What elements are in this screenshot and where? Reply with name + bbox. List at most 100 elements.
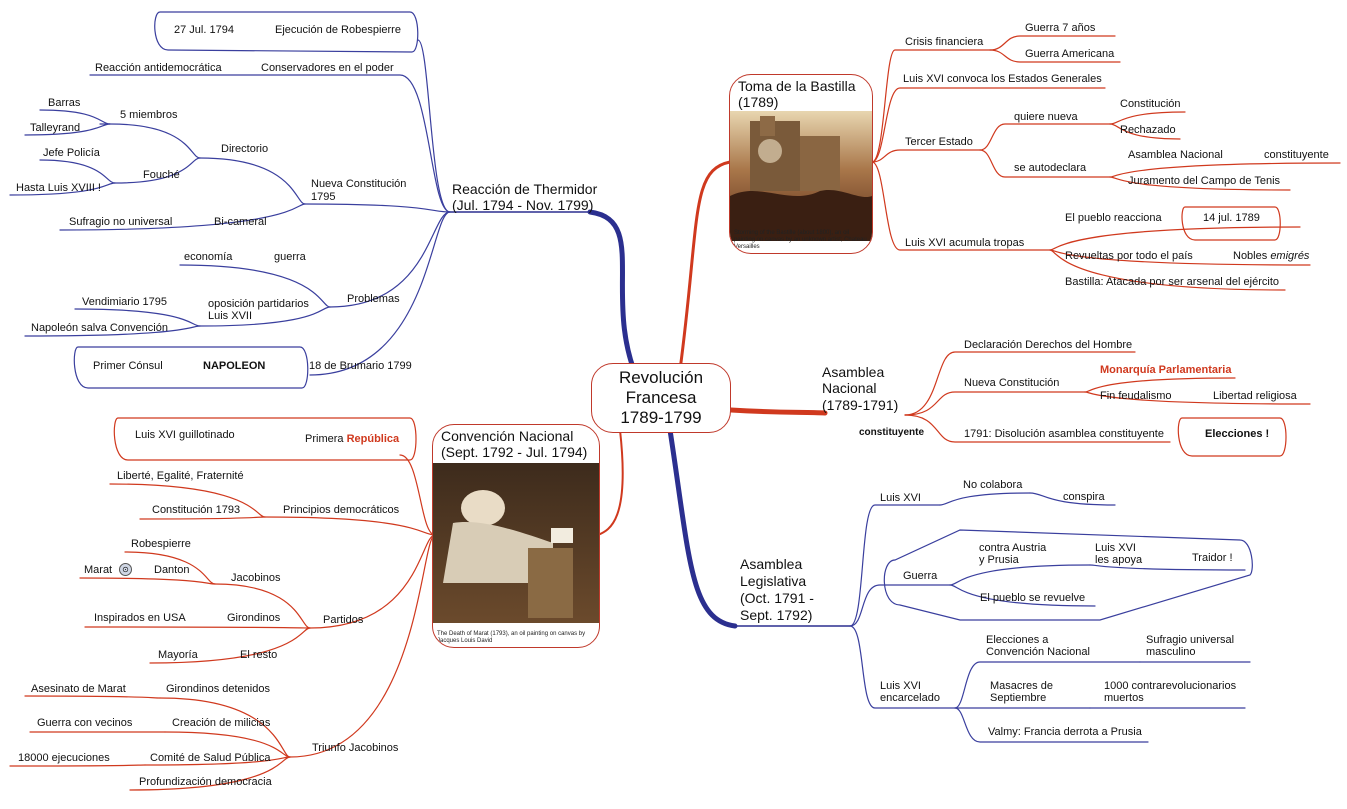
bastilla-title: Toma de la Bastilla (1789) — [730, 75, 872, 110]
nueva-constitucion-2: 1795 — [311, 191, 336, 203]
monarquia-parlamentaria: Monarquía Parlamentaria — [1100, 364, 1232, 376]
luis-xvi-leg: Luis XVI — [880, 492, 921, 504]
asamblea-nacional-title-3: (1789-1791) — [822, 397, 899, 413]
robespierre-execution: Ejecución de Robespierre — [275, 24, 401, 36]
bastille-painting — [730, 111, 872, 241]
no-colabora: No colabora — [963, 479, 1023, 491]
republica-label: República — [346, 433, 400, 445]
brumario: 18 de Brumario 1799 — [309, 360, 412, 372]
oposicion-2: Luis XVII — [208, 310, 253, 322]
bastilla-image-node[interactable]: Toma de la Bastilla (1789) Storming of t… — [729, 74, 873, 254]
sufragio-universal-1: Sufragio universal — [1146, 634, 1235, 646]
vendimiario: Vendimiario 1795 — [82, 296, 168, 308]
asamblea-nacional-label: Asamblea Nacional — [1128, 149, 1223, 161]
thermidor-title-1: Reacción de Thermidor — [452, 181, 598, 197]
asamblea-nacional-title-2: Nacional — [822, 380, 877, 396]
robespierre: Robespierre — [131, 538, 191, 550]
danton: Danton — [154, 564, 190, 576]
emigres-label: emigrés — [1270, 250, 1310, 262]
disolucion: 1791: Disolución asamblea constituyente — [964, 428, 1164, 440]
nueva-constitucion-1: Nueva Constitución — [311, 178, 407, 190]
luis-apoya-2: les apoya — [1095, 554, 1143, 566]
bastilla-caption: Storming of the Bastille (about 1800), a… — [734, 230, 867, 250]
sufragio-no-universal: Sufragio no universal — [69, 216, 173, 228]
directorio: Directorio — [221, 143, 269, 155]
central-topic-line1: Revolución — [618, 368, 704, 387]
constituyente-label: constituyente — [1264, 149, 1329, 161]
problemas: Problemas — [347, 293, 400, 305]
convencion-title-line2: (Sept. 1792 - Jul. 1794) — [441, 444, 588, 460]
encarcelado-2: encarcelado — [880, 692, 940, 704]
elecciones-convencion-2: Convención Nacional — [986, 646, 1090, 658]
primera-label: Primera — [305, 433, 344, 445]
luis-guillotinado: Luis XVI guillotinado — [135, 429, 235, 441]
profundizacion: Profundización democracia — [139, 776, 272, 788]
creacion-milicias: Creación de milicias — [172, 717, 271, 729]
thermidor-title-2: (Jul. 1794 - Nov. 1799) — [452, 197, 594, 213]
talleyrand: Talleyrand — [30, 122, 81, 134]
libertad-religiosa: Libertad religiosa — [1213, 390, 1297, 402]
guerra-vecinos: Guerra con vecinos — [37, 717, 133, 729]
tercer-estado: Tercer Estado — [905, 136, 973, 148]
guerra-americana: Guerra Americana — [1025, 48, 1115, 60]
convencion-title: Convención Nacional (Sept. 1792 - Jul. 1… — [433, 425, 599, 460]
convencion-caption: The Death of Marat (1793), an oil painti… — [437, 631, 586, 644]
encarcelado-1: Luis XVI — [880, 680, 921, 692]
partidos: Partidos — [323, 614, 364, 626]
fecha-bastilla: 14 jul. 1789 — [1203, 212, 1260, 224]
revueltas: Revueltas por todo el país — [1065, 250, 1193, 262]
constituyente-tag: constituyente — [859, 427, 925, 438]
sufragio-universal-2: masculino — [1146, 646, 1196, 658]
bastilla-title-line1: Toma de la Bastilla — [738, 78, 856, 94]
legislativa-title-2: Legislativa — [740, 573, 807, 589]
legislativa-title-3: (Oct. 1791 - — [740, 590, 814, 606]
economia: economía — [184, 251, 233, 263]
link-icon[interactable]: ⊙ — [119, 563, 132, 576]
masacres-2: Septiembre — [990, 692, 1047, 704]
nobles-label: Nobles — [1233, 250, 1268, 262]
masacres-1: Masacres de — [990, 680, 1053, 692]
central-topic[interactable]: Revolución Francesa 1789-1799 — [591, 363, 731, 433]
jefe-policia: Jefe Policía — [43, 147, 100, 159]
mil-contra-1: 1000 contrarevolucionarios — [1104, 680, 1237, 692]
declaracion-derechos: Declaración Derechos del Hombre — [964, 339, 1133, 351]
inspirados-usa: Inspirados en USA — [94, 612, 186, 624]
legislativa-title-4: Sept. 1792) — [740, 607, 813, 623]
juramento: Juramento del Campo de Tenis — [1128, 175, 1281, 187]
contra-austria-2: y Prusia — [979, 554, 1019, 566]
asamblea-nacional-title-1: Asamblea — [822, 364, 885, 380]
cinco-miembros: 5 miembros — [120, 109, 178, 121]
acumula-tropas: Luis XVI acumula tropas — [905, 237, 1025, 249]
reaccion-antidemocratica: Reacción antidemocrática — [95, 62, 222, 74]
fouche: Fouché — [143, 169, 180, 181]
convoca-estados: Luis XVI convoca los Estados Generales — [903, 73, 1102, 85]
barras: Barras — [48, 97, 81, 109]
marat: Marat — [84, 564, 113, 576]
oposicion-1: oposición partidarios — [208, 298, 309, 310]
primer-consul: Primer Cónsul — [93, 360, 163, 372]
principios-democraticos: Principios democráticos — [283, 504, 400, 516]
bicameral: Bi-cameral — [214, 216, 267, 228]
convencion-image-node[interactable]: Convención Nacional (Sept. 1792 - Jul. 1… — [432, 424, 600, 648]
constitucion-1793: Constitución 1793 — [152, 504, 241, 516]
guerra-leg: Guerra — [903, 570, 938, 582]
mayoria: Mayoría — [158, 649, 198, 661]
comite-salud: Comité de Salud Pública — [150, 752, 271, 764]
triunfo-jacobinos: Triunfo Jacobinos — [312, 742, 399, 754]
legislativa-title-1: Asamblea — [740, 556, 803, 572]
el-resto: El resto — [240, 649, 278, 661]
fin-feudalismo: Fin feudalismo — [1100, 390, 1172, 402]
mil-contra-2: muertos — [1104, 692, 1144, 704]
marat-painting — [433, 463, 599, 623]
asesinato-marat: Asesinato de Marat — [31, 683, 126, 695]
pueblo-revuelve: El pueblo se revuelve — [980, 592, 1086, 604]
guerra-7-anos: Guerra 7 años — [1025, 22, 1096, 34]
autodeclara: se autodeclara — [1014, 162, 1087, 174]
bastilla-atacada: Bastilla: Atacada por ser arsenal del ej… — [1065, 276, 1280, 288]
girondinos: Girondinos — [227, 612, 281, 624]
central-topic-line2: Francesa — [625, 388, 697, 407]
valmy: Valmy: Francia derrota a Prusia — [988, 726, 1142, 738]
bastilla-title-line2: (1789) — [738, 94, 779, 110]
convencion-title-line1: Convención Nacional — [441, 428, 574, 444]
